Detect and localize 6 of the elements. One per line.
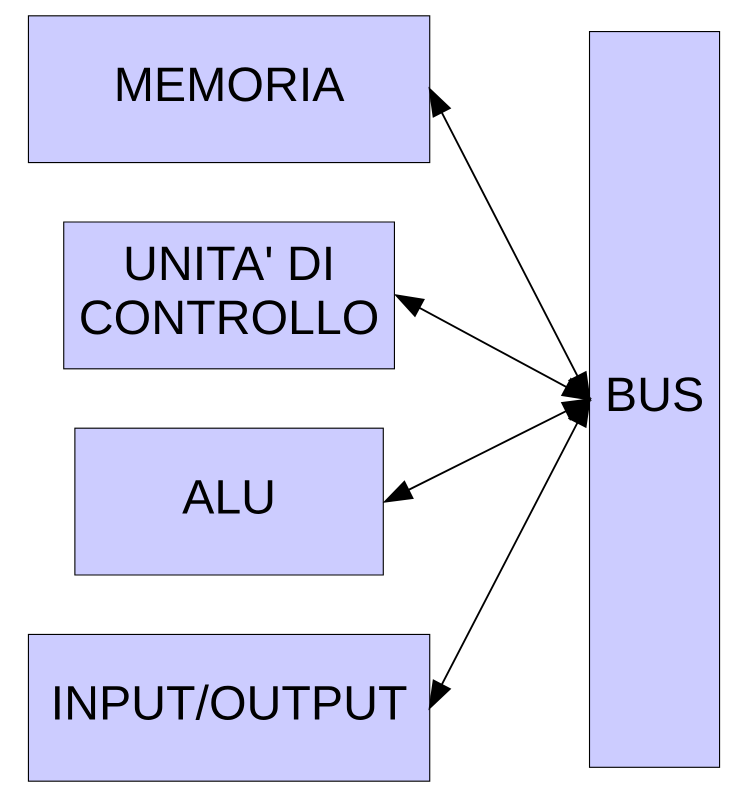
node-box: BUS <box>588 31 720 768</box>
node-box: MEMORIA <box>27 15 430 164</box>
arrow <box>428 396 590 710</box>
node-box: UNITA' DI CONTROLLO <box>62 221 394 370</box>
node-box: ALU <box>74 428 384 576</box>
node-box: INPUT/OUTPUT <box>27 634 430 782</box>
